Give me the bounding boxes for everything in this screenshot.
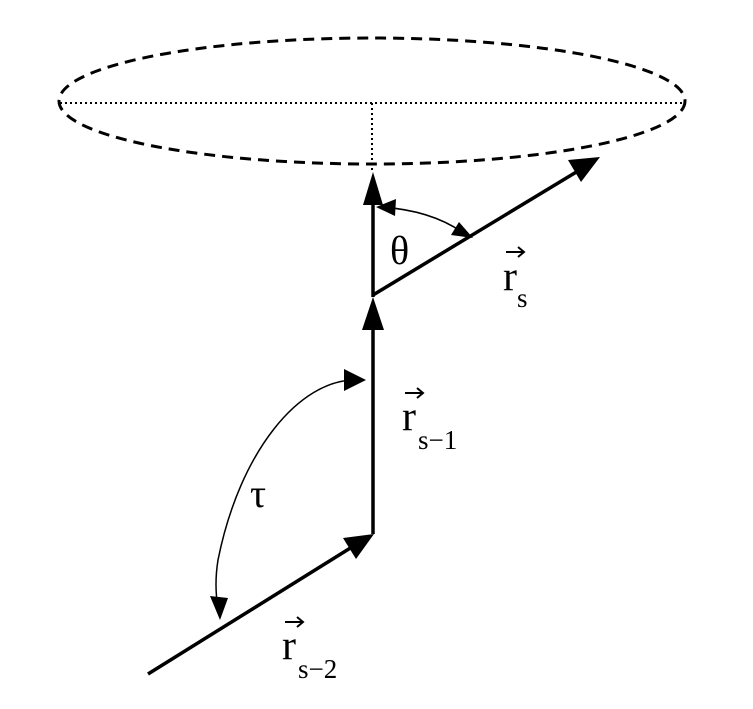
label-r-s-minus-1: r s−1 [402,387,457,455]
theta-arc-arrowhead-left [376,199,396,216]
rotation-ellipse [57,36,687,166]
vector-r-s-minus-1 [362,297,384,534]
vector-arrow-over-r-s-minus-2 [285,616,305,628]
label-r-s: r s [503,246,528,313]
tau-arc-arrowhead-top [344,369,366,391]
vector-arrow-over-r-s [506,246,526,258]
axis-arrowhead [363,172,383,205]
vector-r-s-minus-2-arrowhead [343,534,374,559]
tau-arc-arrowhead-bottom [210,596,228,620]
theta-arc-arrowhead-right [451,222,473,238]
axis-arrow-up [363,172,383,297]
vector-r-s [372,157,600,297]
vector-r-s-minus-1-arrowhead [362,297,384,330]
svg-text:r: r [503,254,517,300]
svg-text:s: s [517,283,528,313]
svg-text:s−2: s−2 [298,654,337,684]
tau-label: τ [250,471,266,516]
svg-text:r: r [402,394,416,440]
label-r-s-minus-2: r s−2 [282,616,337,684]
vector-arrow-over-r-s-minus-1 [405,387,425,399]
vector-r-s-arrowhead [568,157,600,182]
theta-arc [376,199,473,238]
svg-text:r: r [282,623,296,669]
vector-r-s-minus-2 [147,534,374,676]
tau-arc [210,369,366,620]
svg-text:s−1: s−1 [418,425,457,455]
theta-label: θ [390,228,409,273]
